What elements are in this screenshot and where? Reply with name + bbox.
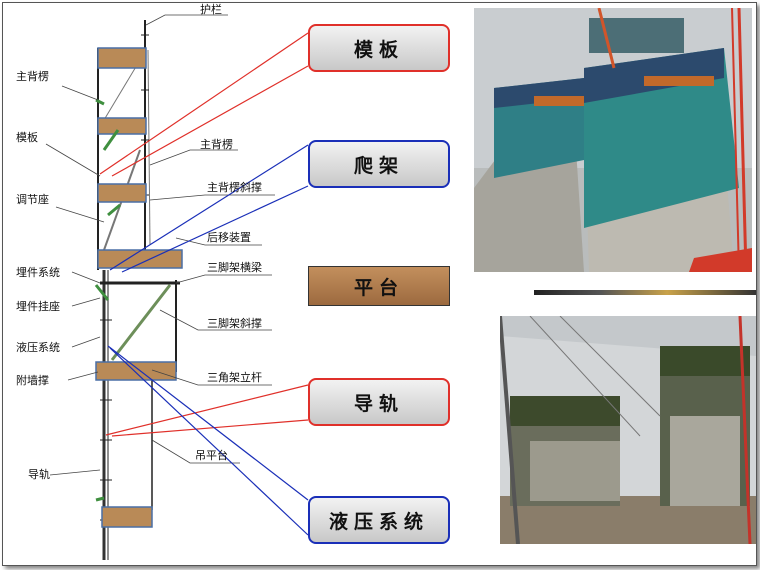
label-wall-support: 附墙撑 (16, 373, 49, 387)
callout-hydraulic-system: 液压系统 (308, 496, 450, 544)
label-tripod-beam: 三脚架横梁 (207, 260, 262, 274)
label-guide-rail: 导轨 (28, 467, 50, 481)
label-formwork: 模板 (16, 130, 38, 144)
label-back-move-device: 后移装置 (207, 231, 251, 244)
label-hydraulic-system: 液压系统 (16, 340, 60, 354)
construction-photo-bottom (500, 316, 756, 544)
label-adjust-seat: 调节座 (16, 192, 49, 206)
leader-lines-left (46, 86, 104, 475)
label-guardrail: 护栏 (200, 2, 222, 16)
callout-platform: 平台 (308, 266, 450, 306)
callout-guide-rail: 导轨 (308, 378, 450, 426)
label-main-back-ridge-left: 主背楞 (16, 69, 49, 83)
callout-climbing-frame: 爬架 (308, 140, 450, 188)
photo-divider (534, 290, 756, 295)
label-main-back-ridge-right: 主背楞 (200, 137, 233, 151)
label-tripod-brace: 三脚架斜撑 (207, 316, 262, 330)
label-tripod-post: 三角架立杆 (207, 370, 262, 384)
label-embedded-support: 埋件挂座 (16, 299, 60, 313)
tower-structure (98, 20, 180, 560)
label-embedded-system: 埋件系统 (16, 266, 60, 279)
callout-formwork: 模板 (308, 24, 450, 72)
label-main-back-ridge-brace: 主背楞斜撑 (207, 180, 262, 194)
label-hanging-platform: 吊平台 (195, 448, 228, 462)
construction-photo-top (474, 8, 752, 272)
